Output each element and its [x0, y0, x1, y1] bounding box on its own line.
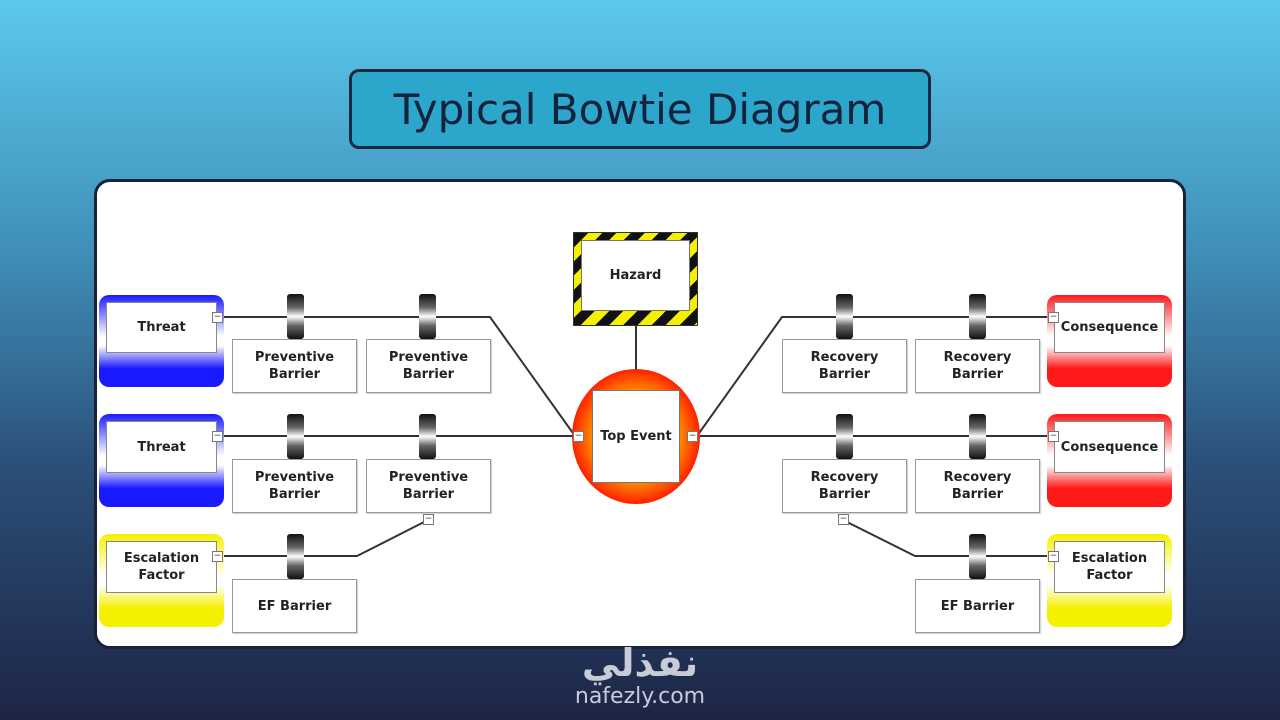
collapse-icon[interactable]: − [212, 431, 223, 442]
watermark-logo: نفذلي nafezly.com [540, 642, 740, 710]
escalation-factor-label: Escalation Factor [106, 541, 217, 594]
watermark-latin: nafezly.com [574, 684, 706, 709]
threat-label: Threat [106, 421, 217, 474]
escalation-factor-node[interactable]: Escalation Factor [99, 534, 224, 627]
barrier-knob-icon [419, 414, 436, 459]
collapse-icon[interactable]: − [1048, 551, 1059, 562]
ef-barrier[interactable]: EF Barrier [915, 579, 1040, 633]
barrier-knob-icon [836, 294, 853, 339]
consequence1-line [696, 316, 1050, 437]
threat1-line [222, 316, 576, 437]
hazard-node[interactable]: Hazard [573, 232, 698, 326]
threat-node[interactable]: Threat [99, 414, 224, 507]
ef-barrier[interactable]: EF Barrier [232, 579, 357, 633]
barrier-knob-icon [287, 414, 304, 459]
watermark-arabic: نفذلي [581, 641, 699, 685]
recovery-barrier[interactable]: Recovery Barrier [915, 459, 1040, 513]
collapse-icon[interactable]: − [838, 514, 849, 525]
left-ef-line [222, 519, 429, 557]
barrier-knob-icon [287, 534, 304, 579]
escalation-factor-node[interactable]: Escalation Factor [1047, 534, 1172, 627]
recovery-barrier[interactable]: Recovery Barrier [782, 459, 907, 513]
barrier-knob-icon [836, 414, 853, 459]
consequence-label: Consequence [1054, 302, 1165, 354]
threat-node[interactable]: Threat [99, 295, 224, 387]
barrier-knob-icon [969, 414, 986, 459]
barrier-knob-icon [969, 534, 986, 579]
threat-label: Threat [106, 302, 217, 354]
collapse-icon[interactable]: − [687, 431, 698, 442]
preventive-barrier[interactable]: Preventive Barrier [366, 339, 491, 393]
collapse-icon[interactable]: − [423, 514, 434, 525]
consequence-label: Consequence [1054, 421, 1165, 474]
recovery-barrier[interactable]: Recovery Barrier [782, 339, 907, 393]
top-event-node[interactable]: Top Event [592, 390, 680, 483]
recovery-barrier[interactable]: Recovery Barrier [915, 339, 1040, 393]
escalation-factor-label: Escalation Factor [1054, 541, 1165, 594]
barrier-knob-icon [969, 294, 986, 339]
preventive-barrier[interactable]: Preventive Barrier [232, 339, 357, 393]
slide-title: Typical Bowtie Diagram [349, 69, 931, 149]
preventive-barrier[interactable]: Preventive Barrier [232, 459, 357, 513]
preventive-barrier[interactable]: Preventive Barrier [366, 459, 491, 513]
collapse-icon[interactable]: − [212, 312, 223, 323]
collapse-icon[interactable]: − [212, 551, 223, 562]
barrier-knob-icon [419, 294, 436, 339]
right-ef-line [842, 519, 1050, 557]
collapse-icon[interactable]: − [1048, 312, 1059, 323]
barrier-knob-icon [287, 294, 304, 339]
hazard-label: Hazard [581, 240, 690, 311]
consequence-node[interactable]: Consequence [1047, 414, 1172, 507]
collapse-icon[interactable]: − [573, 431, 584, 442]
consequence-node[interactable]: Consequence [1047, 295, 1172, 387]
collapse-icon[interactable]: − [1048, 431, 1059, 442]
